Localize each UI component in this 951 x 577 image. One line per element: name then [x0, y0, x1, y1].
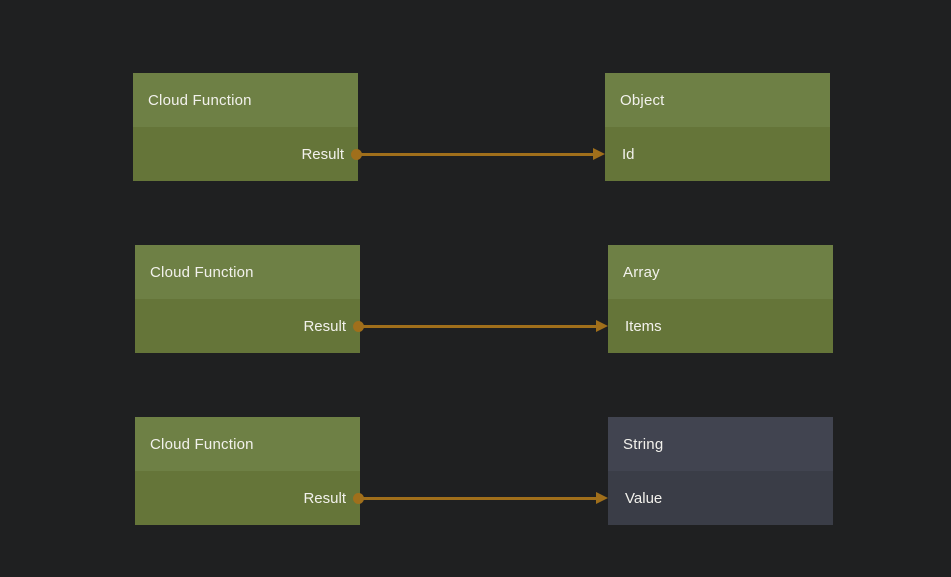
node-port-row: Result: [133, 127, 358, 181]
connection-arrowhead-icon: [596, 492, 608, 504]
node-cloud-function-1[interactable]: Cloud Function Result: [133, 73, 358, 181]
input-port-label: Items: [625, 317, 662, 335]
node-title: String: [623, 435, 664, 453]
connection-wire[interactable]: [358, 324, 596, 328]
node-port-row: Result: [135, 471, 360, 525]
node-object[interactable]: Object Id: [605, 73, 830, 181]
connection-arrowhead-icon: [596, 320, 608, 332]
node-title-bar: Cloud Function: [135, 245, 360, 299]
node-port-row: Items: [608, 299, 833, 353]
input-port-label: Id: [622, 145, 635, 163]
node-title: Array: [623, 263, 660, 281]
node-port-row: Result: [135, 299, 360, 353]
node-cloud-function-3[interactable]: Cloud Function Result: [135, 417, 360, 525]
node-port-row: Value: [608, 471, 833, 525]
node-cloud-function-2[interactable]: Cloud Function Result: [135, 245, 360, 353]
node-title: Object: [620, 91, 665, 109]
connection-wire[interactable]: [358, 496, 596, 500]
connection-wire[interactable]: [356, 152, 593, 156]
node-title-bar: String: [608, 417, 833, 471]
node-title-bar: Array: [608, 245, 833, 299]
node-title: Cloud Function: [148, 91, 252, 109]
node-string[interactable]: String Value: [608, 417, 833, 525]
output-port-label: Result: [303, 317, 346, 335]
node-port-row: Id: [605, 127, 830, 181]
node-title-bar: Object: [605, 73, 830, 127]
output-port-label: Result: [301, 145, 344, 163]
input-port-label: Value: [625, 489, 663, 507]
output-port-label: Result: [303, 489, 346, 507]
node-title: Cloud Function: [150, 263, 254, 281]
connection-arrowhead-icon: [593, 148, 605, 160]
node-title-bar: Cloud Function: [135, 417, 360, 471]
node-array[interactable]: Array Items: [608, 245, 833, 353]
node-title: Cloud Function: [150, 435, 254, 453]
node-title-bar: Cloud Function: [133, 73, 358, 127]
